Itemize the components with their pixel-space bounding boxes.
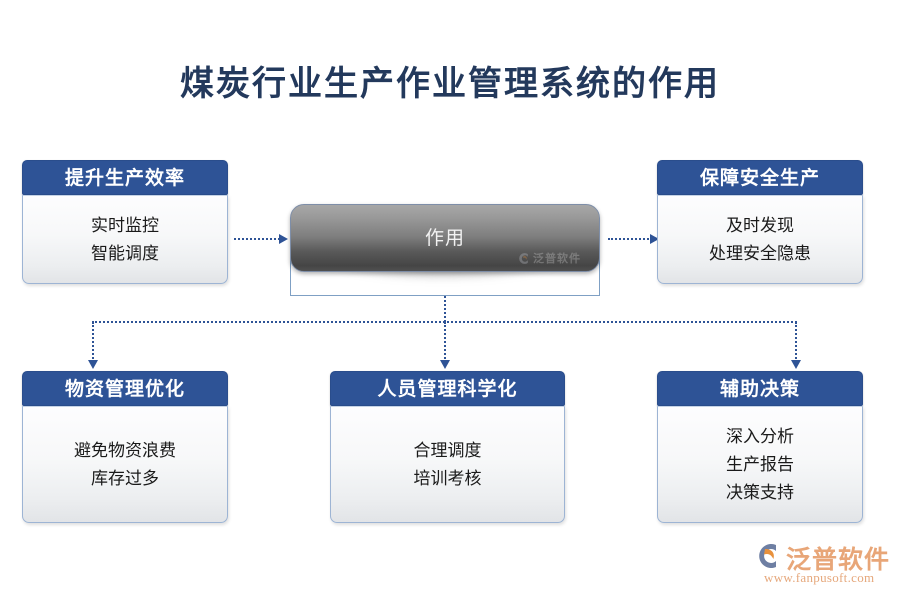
card-improve-body: 实时监控 智能调度 — [22, 195, 228, 284]
connector-bus-to-material — [92, 322, 94, 362]
center-node-watermark: 泛普软件 — [517, 250, 581, 266]
brand-url: www.fanpusoft.com — [764, 570, 875, 585]
card-safety-header: 保障安全生产 — [657, 160, 863, 195]
center-node[interactable]: 作用 泛普软件 — [290, 204, 600, 272]
card-personnel-body: 合理调度 培训考核 — [330, 406, 565, 523]
connector-bus-to-personnel — [444, 322, 446, 362]
card-personnel-header: 人员管理科学化 — [330, 371, 565, 406]
card-improve-line-1: 实时监控 — [91, 215, 159, 235]
card-personnel-line-2: 培训考核 — [413, 468, 482, 488]
page-title: 煤炭行业生产作业管理系统的作用 — [180, 65, 720, 103]
arrow-head-down-material — [88, 360, 98, 369]
card-material-body: 避免物资浪费 库存过多 — [22, 406, 228, 523]
arrow-head-right-safety — [650, 234, 659, 244]
card-safety-line-1: 及时发现 — [726, 215, 794, 235]
watermark-text: 泛普软件 — [533, 253, 581, 265]
brand-name: 泛普软件 — [786, 546, 891, 574]
connector-improve-to-center — [234, 238, 280, 240]
card-personnel-line-1: 合理调度 — [413, 440, 482, 460]
card-decision-line-1: 深入分析 — [726, 426, 794, 446]
card-improve-line-2: 智能调度 — [91, 243, 159, 263]
card-material-management-optimization[interactable]: 物资管理优化 避免物资浪费 库存过多 — [22, 371, 228, 523]
card-ensure-safe-production[interactable]: 保障安全生产 及时发现 处理安全隐患 — [657, 160, 863, 284]
card-improve-production-efficiency[interactable]: 提升生产效率 实时监控 智能调度 — [22, 160, 228, 284]
card-personnel-management-scientific[interactable]: 人员管理科学化 合理调度 培训考核 — [330, 371, 565, 523]
card-safety-body: 及时发现 处理安全隐患 — [657, 195, 863, 284]
connector-center-to-safety — [608, 238, 652, 240]
arrow-head-down-personnel — [440, 360, 450, 369]
arrow-head-right-improve — [279, 234, 288, 244]
watermark-logo-icon — [519, 252, 528, 264]
connector-bus-to-decision — [795, 322, 797, 362]
brand-logo: 泛普软件 www.fanpusoft.com — [752, 540, 892, 590]
center-node-label: 作用 — [424, 228, 465, 249]
card-safety-line-2: 处理安全隐患 — [709, 243, 811, 263]
card-material-line-2: 库存过多 — [91, 468, 159, 488]
card-material-header: 物资管理优化 — [22, 371, 228, 406]
card-decision-body: 深入分析 生产报告 决策支持 — [657, 406, 863, 523]
card-decision-header: 辅助决策 — [657, 371, 863, 406]
arrow-head-down-decision — [791, 360, 801, 369]
card-improve-header: 提升生产效率 — [22, 160, 228, 195]
card-decision-line-3: 决策支持 — [726, 482, 794, 502]
fanpu-logo-icon — [759, 544, 776, 568]
card-material-line-1: 避免物资浪费 — [74, 440, 176, 460]
card-decision-support[interactable]: 辅助决策 深入分析 生产报告 决策支持 — [657, 371, 863, 523]
card-decision-line-2: 生产报告 — [726, 454, 794, 474]
